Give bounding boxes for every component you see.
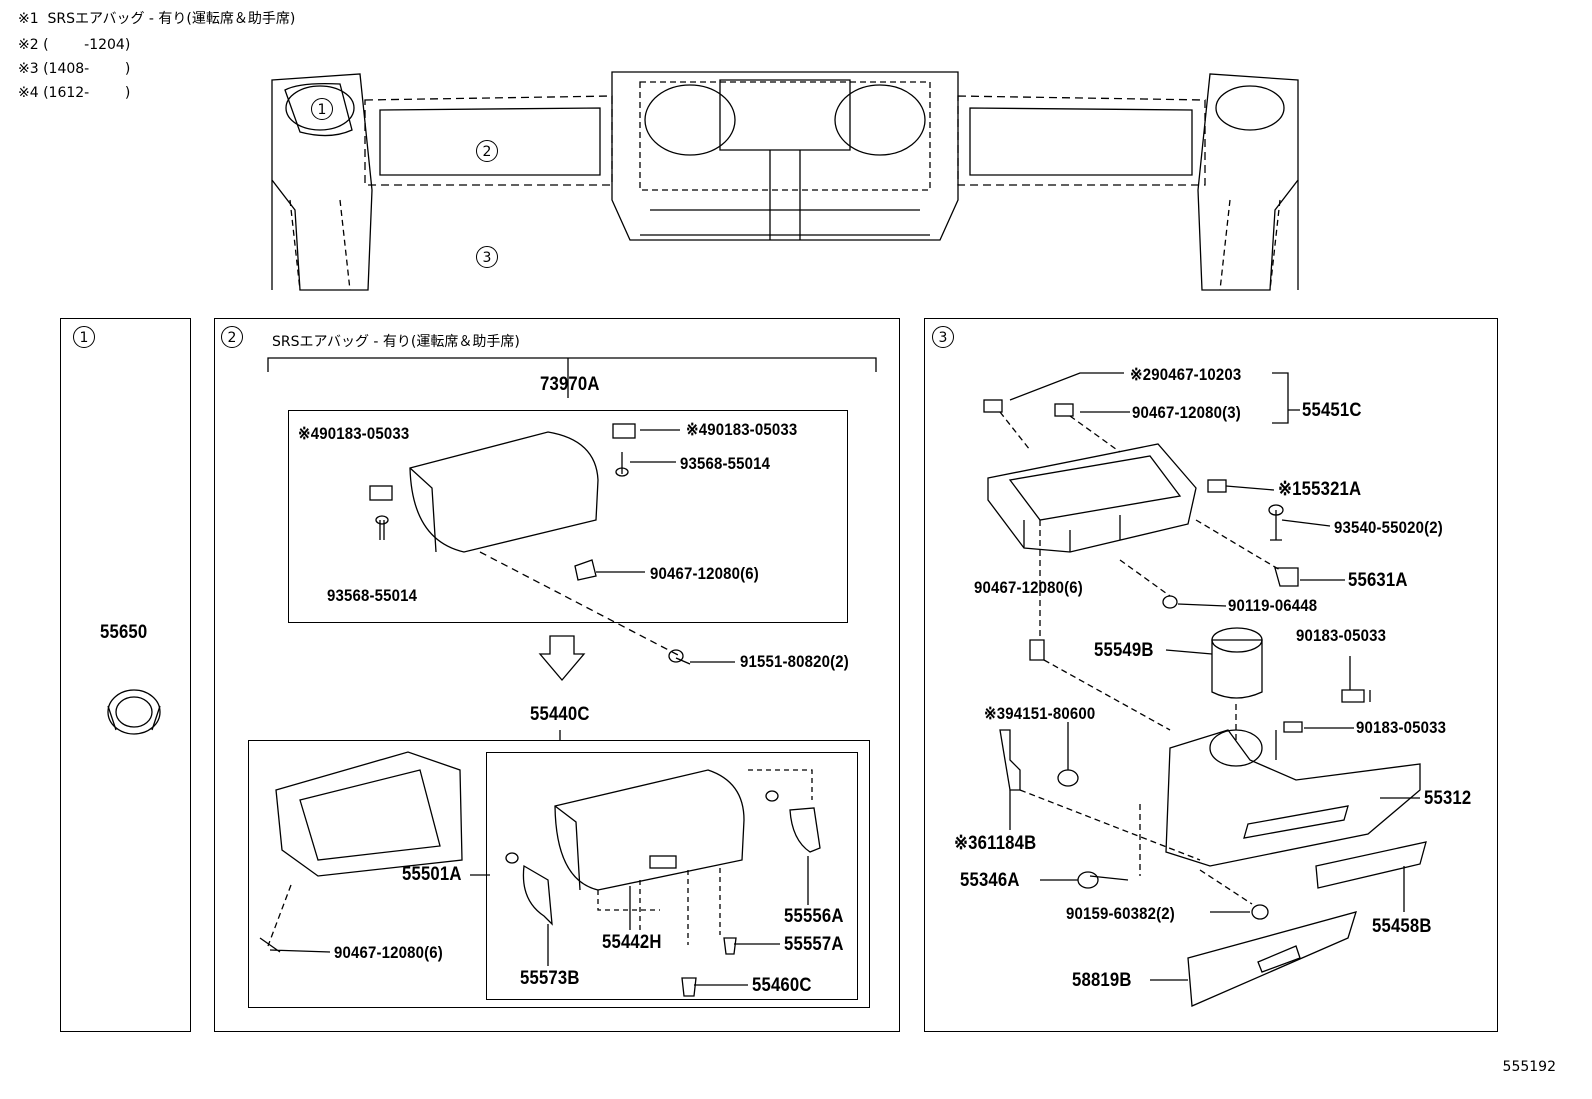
part-label: ※490183-05033: [686, 420, 798, 439]
part-label: 73970A: [540, 374, 600, 395]
part-label: 55573B: [520, 968, 580, 989]
part-label: 90467-12080(3): [1132, 403, 1241, 422]
subassembly-inner-box: [486, 752, 858, 1000]
part-label: 55557A: [784, 934, 844, 955]
part-label: 55451C: [1302, 400, 1362, 421]
part-label: 55650: [100, 622, 148, 643]
note-1: ※1 SRSエアバッグ - 有り(運転席＆助手席): [18, 11, 296, 27]
note-4: ※4 (1612- ): [18, 85, 131, 101]
part-label: 55440C: [530, 704, 590, 725]
section-1-callout: 1: [73, 326, 95, 348]
subassembly-55440c-box: [248, 740, 870, 1008]
part-label: 55312: [1424, 788, 1472, 809]
part-label: 90183-05033: [1296, 626, 1387, 645]
callout-2: 2: [476, 140, 498, 162]
part-label: ※290467-10203: [1130, 365, 1242, 384]
section-2-caption: SRSエアバッグ - 有り(運転席＆助手席): [272, 334, 520, 350]
part-label: 55501A: [402, 864, 462, 885]
part-label: 55549B: [1094, 640, 1154, 661]
document-number: 555192: [1502, 1059, 1556, 1075]
callout-3: 3: [476, 246, 498, 268]
part-label: 55346A: [960, 870, 1020, 891]
part-label: ※361184B: [954, 833, 1037, 854]
part-label: 90467-12080(6): [334, 943, 443, 962]
part-label: 58819B: [1072, 970, 1132, 991]
subassembly-73970a-box: [288, 410, 848, 623]
part-label: 93568-55014: [680, 454, 771, 473]
part-label: 90467-12080(6): [974, 578, 1083, 597]
part-label: 93540-55020(2): [1334, 518, 1443, 537]
section-3-box: [924, 318, 1498, 1032]
note-2: ※2 ( -1204): [18, 37, 131, 53]
part-label: 55631A: [1348, 570, 1408, 591]
section-3-callout: 3: [932, 326, 954, 348]
part-label: 91551-80820(2): [740, 652, 849, 671]
part-label: 90119-06448: [1228, 596, 1318, 615]
section-2-callout: 2: [221, 326, 243, 348]
section-2-box: [214, 318, 900, 1032]
part-label: ※490183-05033: [298, 424, 410, 443]
part-label: ※155321A: [1278, 479, 1362, 500]
part-label: ※394151-80600: [984, 704, 1096, 723]
part-label: 55556A: [784, 906, 844, 927]
part-label: 93568-55014: [327, 586, 418, 605]
part-label: 90183-05033: [1356, 718, 1447, 737]
section-1-box: [60, 318, 191, 1032]
callout-1: 1: [311, 98, 333, 120]
part-label: 90159-60382(2): [1066, 904, 1175, 923]
note-3: ※3 (1408- ): [18, 61, 131, 77]
part-label: 55458B: [1372, 916, 1432, 937]
part-label: 55442H: [602, 932, 662, 953]
part-label: 90467-12080(6): [650, 564, 759, 583]
part-label: 55460C: [752, 975, 812, 996]
